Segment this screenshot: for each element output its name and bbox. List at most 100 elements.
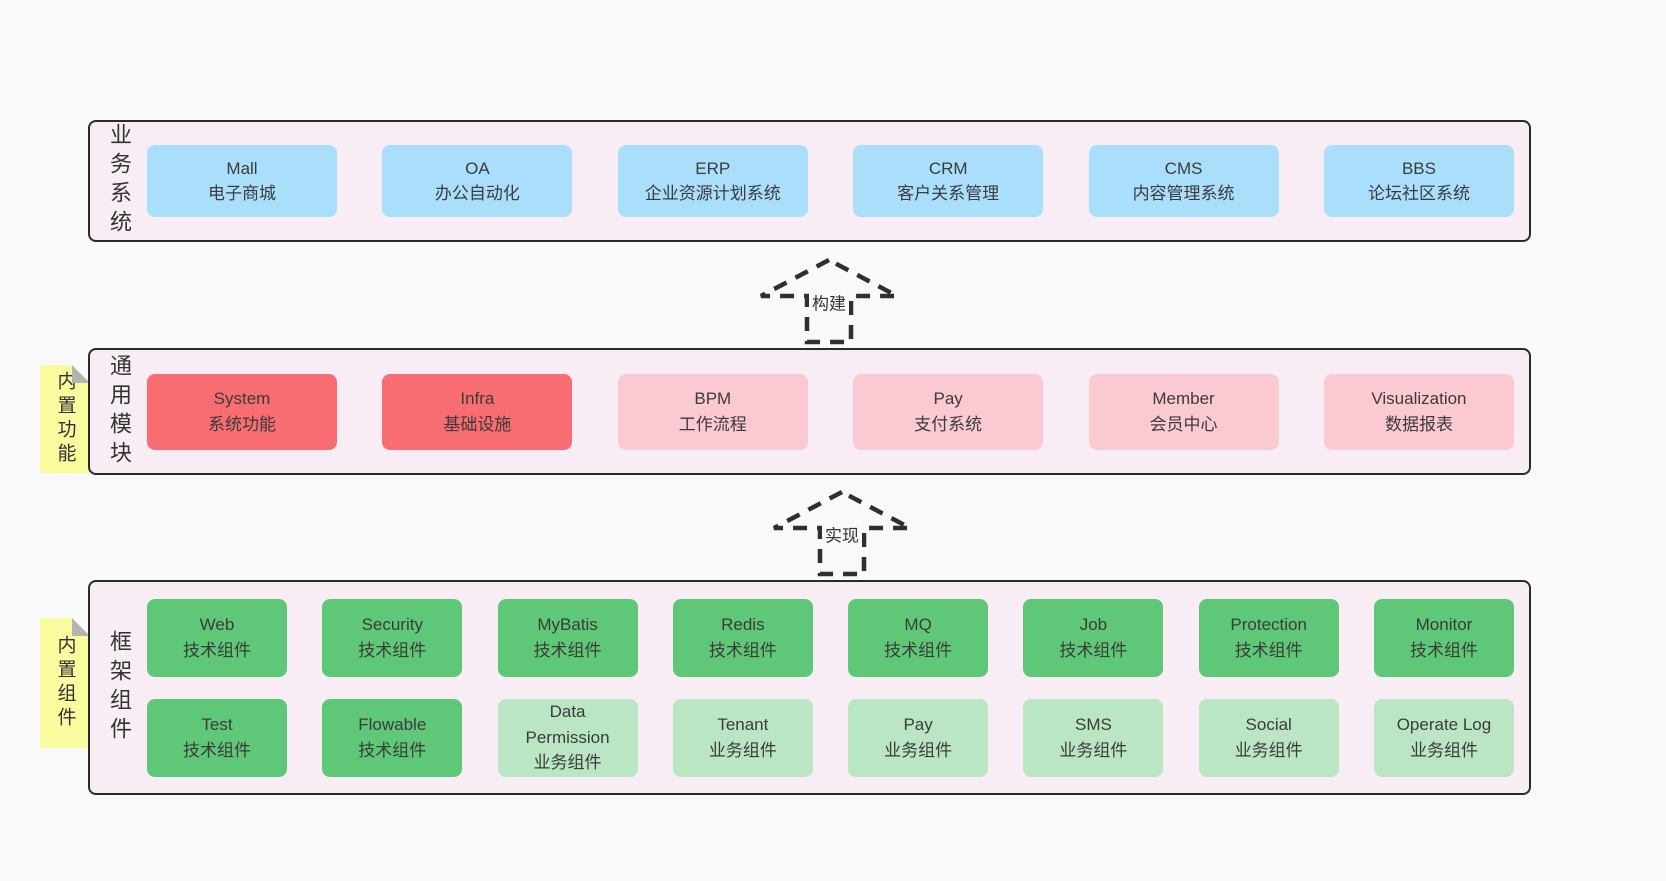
panel-content: Mall 电子商城 OA 办公自动化 ERP 企业资源计划系统 CRM 客户关系… [147, 122, 1514, 240]
sticky-note-builtin-features: 内置功能 [40, 365, 90, 473]
box-infra: Infra 基础设施 [382, 373, 573, 450]
panel-vertical-label: 框架组件 [107, 629, 132, 746]
box-title: MyBatis [537, 615, 598, 634]
box-subtitle: 办公自动化 [434, 184, 520, 203]
sticky-note-label: 内置功能 [54, 371, 76, 467]
box-subtitle: 支付系统 [914, 414, 983, 434]
box-title: CMS [1164, 158, 1203, 178]
box-title: BPM [694, 389, 732, 408]
component-row-bottom: Test 技术组件 Flowable 技术组件 Data Permission … [147, 698, 1514, 777]
box-subtitle: 基础设施 [443, 414, 512, 434]
panel-common-modules: 通用模块 System 系统功能 Infra 基础设施 BPM 工作流程 Pay… [88, 348, 1531, 475]
box-oa: OA 办公自动化 [382, 145, 573, 217]
box-bbs: BBS 论坛社区系统 [1323, 145, 1514, 217]
box-subtitle: 电子商城 [208, 184, 276, 203]
box-subtitle: 数据报表 [1384, 414, 1453, 434]
box-title: Operate Log [1396, 715, 1492, 734]
box-crm: CRM 客户关系管理 [853, 145, 1044, 217]
box-web-component: Web 技术组件 [147, 598, 287, 677]
box-subtitle: 技术组件 [1059, 640, 1128, 660]
box-mq-component: MQ 技术组件 [848, 598, 989, 677]
arrow-implement: 实现 [768, 488, 916, 578]
panel-business-systems: 业务系统 Mall 电子商城 OA 办公自动化 ERP 企业资源计划系统 CRM… [88, 120, 1531, 242]
box-subtitle: 系统功能 [208, 414, 276, 434]
box-title: System [213, 389, 271, 408]
box-member: Member 会员中心 [1088, 373, 1279, 450]
box-security-component: Security 技术组件 [322, 598, 463, 677]
box-title: OA [465, 158, 490, 178]
box-pay-component: Pay 业务组件 [848, 698, 989, 777]
box-title: Mall [226, 158, 258, 178]
component-row-top: Web 技术组件 Security 技术组件 MyBatis 技术组件 Redi… [147, 598, 1514, 677]
box-sms-component: SMS 业务组件 [1023, 698, 1164, 777]
box-subtitle: 内容管理系统 [1132, 184, 1235, 203]
box-title: Test [201, 715, 233, 734]
box-subtitle: 业务组件 [533, 753, 602, 773]
box-subtitle: 技术组件 [884, 640, 953, 660]
sticky-note-label: 内置组件 [54, 635, 76, 731]
box-title: ERP [695, 158, 731, 178]
box-system: System 系统功能 [147, 373, 337, 450]
arrow-build: 构建 [755, 256, 903, 346]
dashed-up-arrow-icon [772, 489, 912, 577]
box-subtitle: 技术组件 [183, 640, 251, 660]
box-subtitle: 技术组件 [1234, 640, 1303, 660]
box-subtitle: 论坛社区系统 [1367, 184, 1470, 203]
box-title: Pay [933, 389, 963, 408]
box-flowable-component: Flowable 技术组件 [322, 698, 463, 777]
box-tenant-component: Tenant 业务组件 [672, 698, 813, 777]
panel-content: Web 技术组件 Security 技术组件 MyBatis 技术组件 Redi… [147, 582, 1514, 793]
box-test-component: Test 技术组件 [147, 698, 287, 777]
box-pay-system: Pay 支付系统 [853, 373, 1044, 450]
box-title: Member [1152, 389, 1215, 408]
box-visualization: Visualization 数据报表 [1323, 373, 1514, 450]
box-title: Redis [721, 615, 765, 634]
box-title: MQ [904, 615, 932, 634]
box-title: Protection [1230, 615, 1307, 634]
box-subtitle: 技术组件 [708, 640, 777, 660]
box-title: Tenant [717, 715, 769, 734]
box-subtitle: 技术组件 [183, 740, 251, 760]
box-subtitle: 业务组件 [708, 740, 777, 760]
panel-framework-components: 框架组件 Web 技术组件 Security 技术组件 MyBatis 技术组件… [88, 580, 1531, 795]
box-title: Job [1079, 615, 1108, 634]
box-title: Security [361, 615, 423, 634]
panel-content: System 系统功能 Infra 基础设施 BPM 工作流程 Pay 支付系统… [147, 350, 1514, 473]
box-job-component: Job 技术组件 [1023, 598, 1164, 677]
box-subtitle: 技术组件 [358, 740, 427, 760]
box-subtitle: 工作流程 [678, 414, 747, 434]
box-title: CRM [928, 158, 968, 178]
panel-vertical-label: 通用模块 [107, 353, 132, 470]
panel-vertical-label: 业务系统 [107, 123, 132, 239]
box-mall: Mall 电子商城 [147, 145, 337, 217]
box-title: Flowable [358, 715, 427, 734]
box-cms: CMS 内容管理系统 [1088, 145, 1279, 217]
box-title: Pay [903, 715, 933, 734]
arrow-label: 构建 [809, 288, 849, 316]
box-title: BBS [1401, 158, 1436, 178]
box-title: Visualization [1371, 389, 1467, 408]
box-title: Web [199, 615, 235, 634]
box-subtitle: 技术组件 [358, 640, 427, 660]
box-protection-component: Protection 技术组件 [1198, 598, 1339, 677]
dashed-up-arrow-icon [759, 257, 899, 345]
box-mybatis-component: MyBatis 技术组件 [497, 598, 638, 677]
box-subtitle: 客户关系管理 [897, 184, 1000, 203]
box-social-component: Social 业务组件 [1198, 698, 1339, 777]
box-subtitle: 业务组件 [1059, 740, 1128, 760]
box-subtitle: 业务组件 [1409, 740, 1478, 760]
arrow-label: 实现 [822, 520, 862, 548]
box-bpm: BPM 工作流程 [617, 373, 808, 450]
box-title: SMS [1074, 715, 1112, 734]
box-subtitle: 业务组件 [1234, 740, 1303, 760]
box-subtitle: 企业资源计划系统 [644, 184, 781, 203]
box-subtitle: 会员中心 [1149, 414, 1218, 434]
box-redis-component: Redis 技术组件 [672, 598, 813, 677]
box-erp: ERP 企业资源计划系统 [617, 145, 808, 217]
box-title: Monitor [1415, 615, 1473, 634]
box-monitor-component: Monitor 技术组件 [1373, 598, 1514, 677]
box-operate-log-component: Operate Log 业务组件 [1373, 698, 1514, 777]
box-title: Social [1245, 715, 1292, 734]
box-subtitle: 技术组件 [1409, 640, 1478, 660]
